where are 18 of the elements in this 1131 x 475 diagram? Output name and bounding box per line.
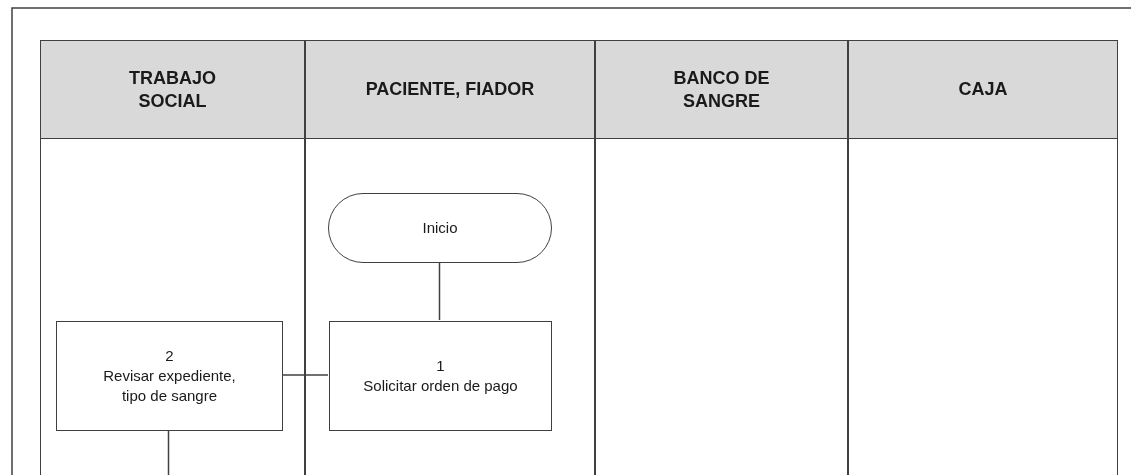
connector-line bbox=[167, 429, 170, 475]
lane-title: CAJA bbox=[958, 78, 1008, 101]
process-box bbox=[56, 321, 283, 431]
lane-title: TRABAJO SOCIAL bbox=[128, 67, 217, 112]
lane-title: BANCO DE SANGRE bbox=[672, 67, 771, 112]
process-box bbox=[329, 321, 552, 431]
step-text: Inicio bbox=[422, 217, 458, 238]
lane-title: PACIENTE, FIADOR bbox=[365, 78, 535, 101]
connector-line bbox=[438, 261, 441, 321]
step-text: Revisar expediente, tipo de sangre bbox=[102, 365, 237, 407]
swimlane bbox=[40, 40, 305, 475]
swimlane bbox=[595, 40, 848, 475]
step-text: Solicitar orden de pago bbox=[363, 376, 518, 396]
swimlane bbox=[305, 40, 595, 475]
step-number: 1 bbox=[436, 355, 445, 376]
step-number: 2 bbox=[165, 345, 174, 366]
connector-line bbox=[281, 374, 329, 376]
swimlane bbox=[848, 40, 1118, 475]
